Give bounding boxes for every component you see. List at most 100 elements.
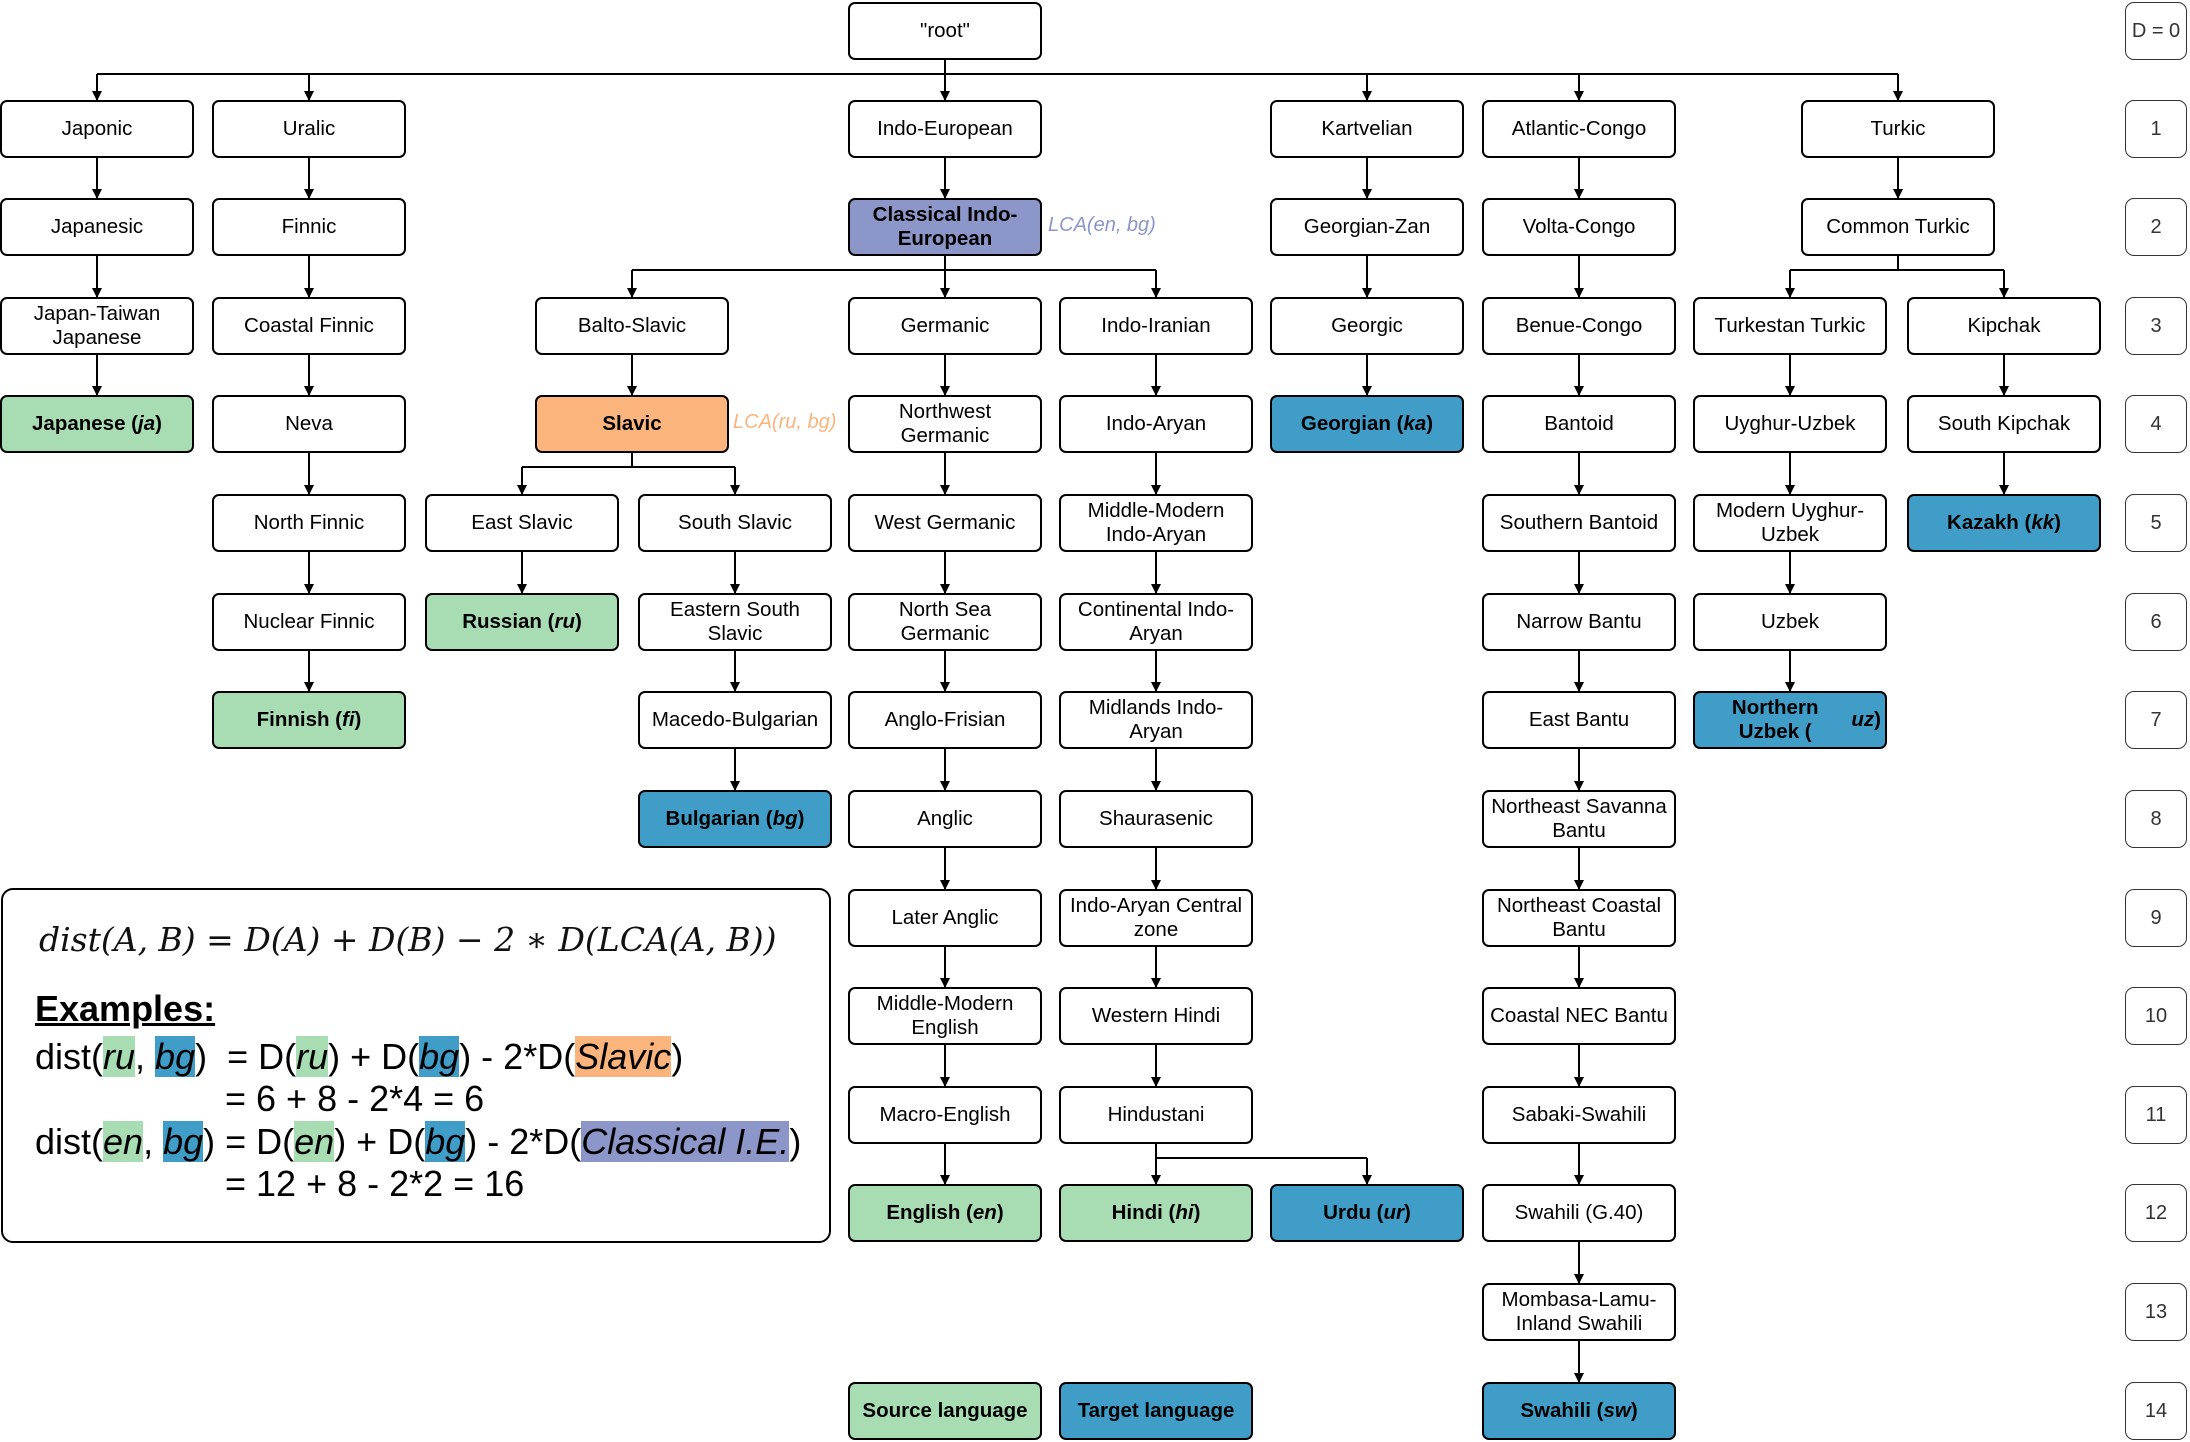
node-georgic: Georgic <box>1270 297 1464 355</box>
node-contia: Continental Indo-Aryan <box>1059 593 1253 651</box>
node-root: "root" <box>848 2 1042 60</box>
node-mmenglish: Middle-Modern English <box>848 987 1042 1045</box>
depth-label-8: 8 <box>2125 790 2187 848</box>
node-coastalnec: Coastal NEC Bantu <box>1482 987 1676 1045</box>
example-1-line-2: = 6 + 8 - 2*4 = 6 <box>225 1078 485 1119</box>
node-english: English (en) <box>848 1184 1042 1242</box>
node-germanic: Germanic <box>848 297 1042 355</box>
node-commonturkic: Common Turkic <box>1801 198 1995 256</box>
node-esslavic: Eastern South Slavic <box>638 593 832 651</box>
node-mmia: Middle-Modern Indo-Aryan <box>1059 494 1253 552</box>
node-iacentral: Indo-Aryan Central zone <box>1059 889 1253 947</box>
example-2-line-2: = 12 + 8 - 2*2 = 16 <box>225 1163 525 1204</box>
node-bantoid: Bantoid <box>1482 395 1676 453</box>
node-russian: Russian (ru) <box>425 593 619 651</box>
node-uralic: Uralic <box>212 100 406 158</box>
node-lateranglic: Later Anglic <box>848 889 1042 947</box>
node-moduyghur: Modern Uyghur-Uzbek <box>1693 494 1887 552</box>
node-nuclearfinnic: Nuclear Finnic <box>212 593 406 651</box>
depth-label-4: 4 <box>2125 395 2187 453</box>
depth-label-1: 1 <box>2125 100 2187 158</box>
depth-label-9: 9 <box>2125 889 2187 947</box>
node-westgermanic: West Germanic <box>848 494 1042 552</box>
depth-label-0: D = 0 <box>2125 2 2187 60</box>
node-bulgarian: Bulgarian (bg) <box>638 790 832 848</box>
node-southernbantoid: Southern Bantoid <box>1482 494 1676 552</box>
node-ie: Indo-European <box>848 100 1042 158</box>
node-japonic: Japonic <box>0 100 194 158</box>
depth-label-5: 5 <box>2125 494 2187 552</box>
node-necoastal: Northeast Coastal Bantu <box>1482 889 1676 947</box>
node-southslavic: South Slavic <box>638 494 832 552</box>
node-indoiranian: Indo-Iranian <box>1059 297 1253 355</box>
node-baltoslavic: Balto-Slavic <box>535 297 729 355</box>
node-kipchak: Kipchak <box>1907 297 2101 355</box>
depth-label-11: 11 <box>2125 1086 2187 1144</box>
node-anglic: Anglic <box>848 790 1042 848</box>
node-neva: Neva <box>212 395 406 453</box>
node-kartvelian: Kartvelian <box>1270 100 1464 158</box>
node-narrowbantu: Narrow Bantu <box>1482 593 1676 651</box>
node-swahiliG40: Swahili (G.40) <box>1482 1184 1676 1242</box>
depth-label-2: 2 <box>2125 198 2187 256</box>
node-nesavanna: Northeast Savanna Bantu <box>1482 790 1676 848</box>
node-hindustani: Hindustani <box>1059 1086 1253 1144</box>
node-georgian: Georgian (ka) <box>1270 395 1464 453</box>
node-midlandsia: Midlands Indo-Aryan <box>1059 691 1253 749</box>
node-atlcongo: Atlantic-Congo <box>1482 100 1676 158</box>
node-classie: Classical Indo-European <box>848 198 1042 256</box>
node-coastalfinnic: Coastal Finnic <box>212 297 406 355</box>
node-southkipchak: South Kipchak <box>1907 395 2101 453</box>
node-macroenglish: Macro-English <box>848 1086 1042 1144</box>
node-mombasa: Mombasa-Lamu-Inland Swahili <box>1482 1283 1676 1341</box>
node-shaurasenic: Shaurasenic <box>1059 790 1253 848</box>
depth-label-12: 12 <box>2125 1184 2187 1242</box>
node-voltacongo: Volta-Congo <box>1482 198 1676 256</box>
node-turkestan: Turkestan Turkic <box>1693 297 1887 355</box>
node-benuecongo: Benue-Congo <box>1482 297 1676 355</box>
node-finnic: Finnic <box>212 198 406 256</box>
node-urdu: Urdu (ur) <box>1270 1184 1464 1242</box>
formula-box: dist(A, B) = D(A) + D(B) − 2 ∗ D(LCA(A, … <box>1 888 831 1243</box>
node-nwgermanic: Northwest Germanic <box>848 395 1042 453</box>
node-jtj: Japan-Taiwan Japanese <box>0 297 194 355</box>
node-slavic: Slavic <box>535 395 729 453</box>
node-japanese: Japanese (ja) <box>0 395 194 453</box>
example-1-line-1: dist(ru, bg) = D(ru) + D(bg) - 2*D(Slavi… <box>35 1036 684 1077</box>
node-westernhindi: Western Hindi <box>1059 987 1253 1045</box>
examples-title: Examples: <box>35 988 216 1029</box>
depth-label-14: 14 <box>2125 1382 2187 1440</box>
lca-label-en-bg: LCA(en, bg) <box>1048 214 1156 236</box>
node-swahili: Swahili (sw) <box>1482 1382 1676 1440</box>
node-macedobulg: Macedo-Bulgarian <box>638 691 832 749</box>
example-2-line-1: dist(en, bg) = D(en) + D(bg) - 2*D(Class… <box>35 1121 802 1162</box>
node-eastslavic: East Slavic <box>425 494 619 552</box>
node-japanesic: Japanesic <box>0 198 194 256</box>
depth-label-6: 6 <box>2125 593 2187 651</box>
node-finnish: Finnish (fi) <box>212 691 406 749</box>
node-legend_target: Target language <box>1059 1382 1253 1440</box>
node-kazakh: Kazakh (kk) <box>1907 494 2101 552</box>
node-legend_source: Source language <box>848 1382 1042 1440</box>
lca-label-ru-bg: LCA(ru, bg) <box>733 411 837 433</box>
node-anglofrisian: Anglo-Frisian <box>848 691 1042 749</box>
node-uyghuruzbek: Uyghur-Uzbek <box>1693 395 1887 453</box>
node-indoaryan: Indo-Aryan <box>1059 395 1253 453</box>
node-northernuzbek: Northern Uzbek (uz) <box>1693 691 1887 749</box>
node-hindi: Hindi (hi) <box>1059 1184 1253 1242</box>
depth-label-10: 10 <box>2125 987 2187 1045</box>
node-georgianzan: Georgian-Zan <box>1270 198 1464 256</box>
node-eastbantu: East Bantu <box>1482 691 1676 749</box>
depth-label-13: 13 <box>2125 1283 2187 1341</box>
distance-formula: dist(A, B) = D(A) + D(B) − 2 ∗ D(LCA(A, … <box>39 920 777 959</box>
depth-label-7: 7 <box>2125 691 2187 749</box>
node-sabaki: Sabaki-Swahili <box>1482 1086 1676 1144</box>
node-northfinnic: North Finnic <box>212 494 406 552</box>
node-uzbek: Uzbek <box>1693 593 1887 651</box>
depth-label-3: 3 <box>2125 297 2187 355</box>
node-nsgermanic: North Sea Germanic <box>848 593 1042 651</box>
